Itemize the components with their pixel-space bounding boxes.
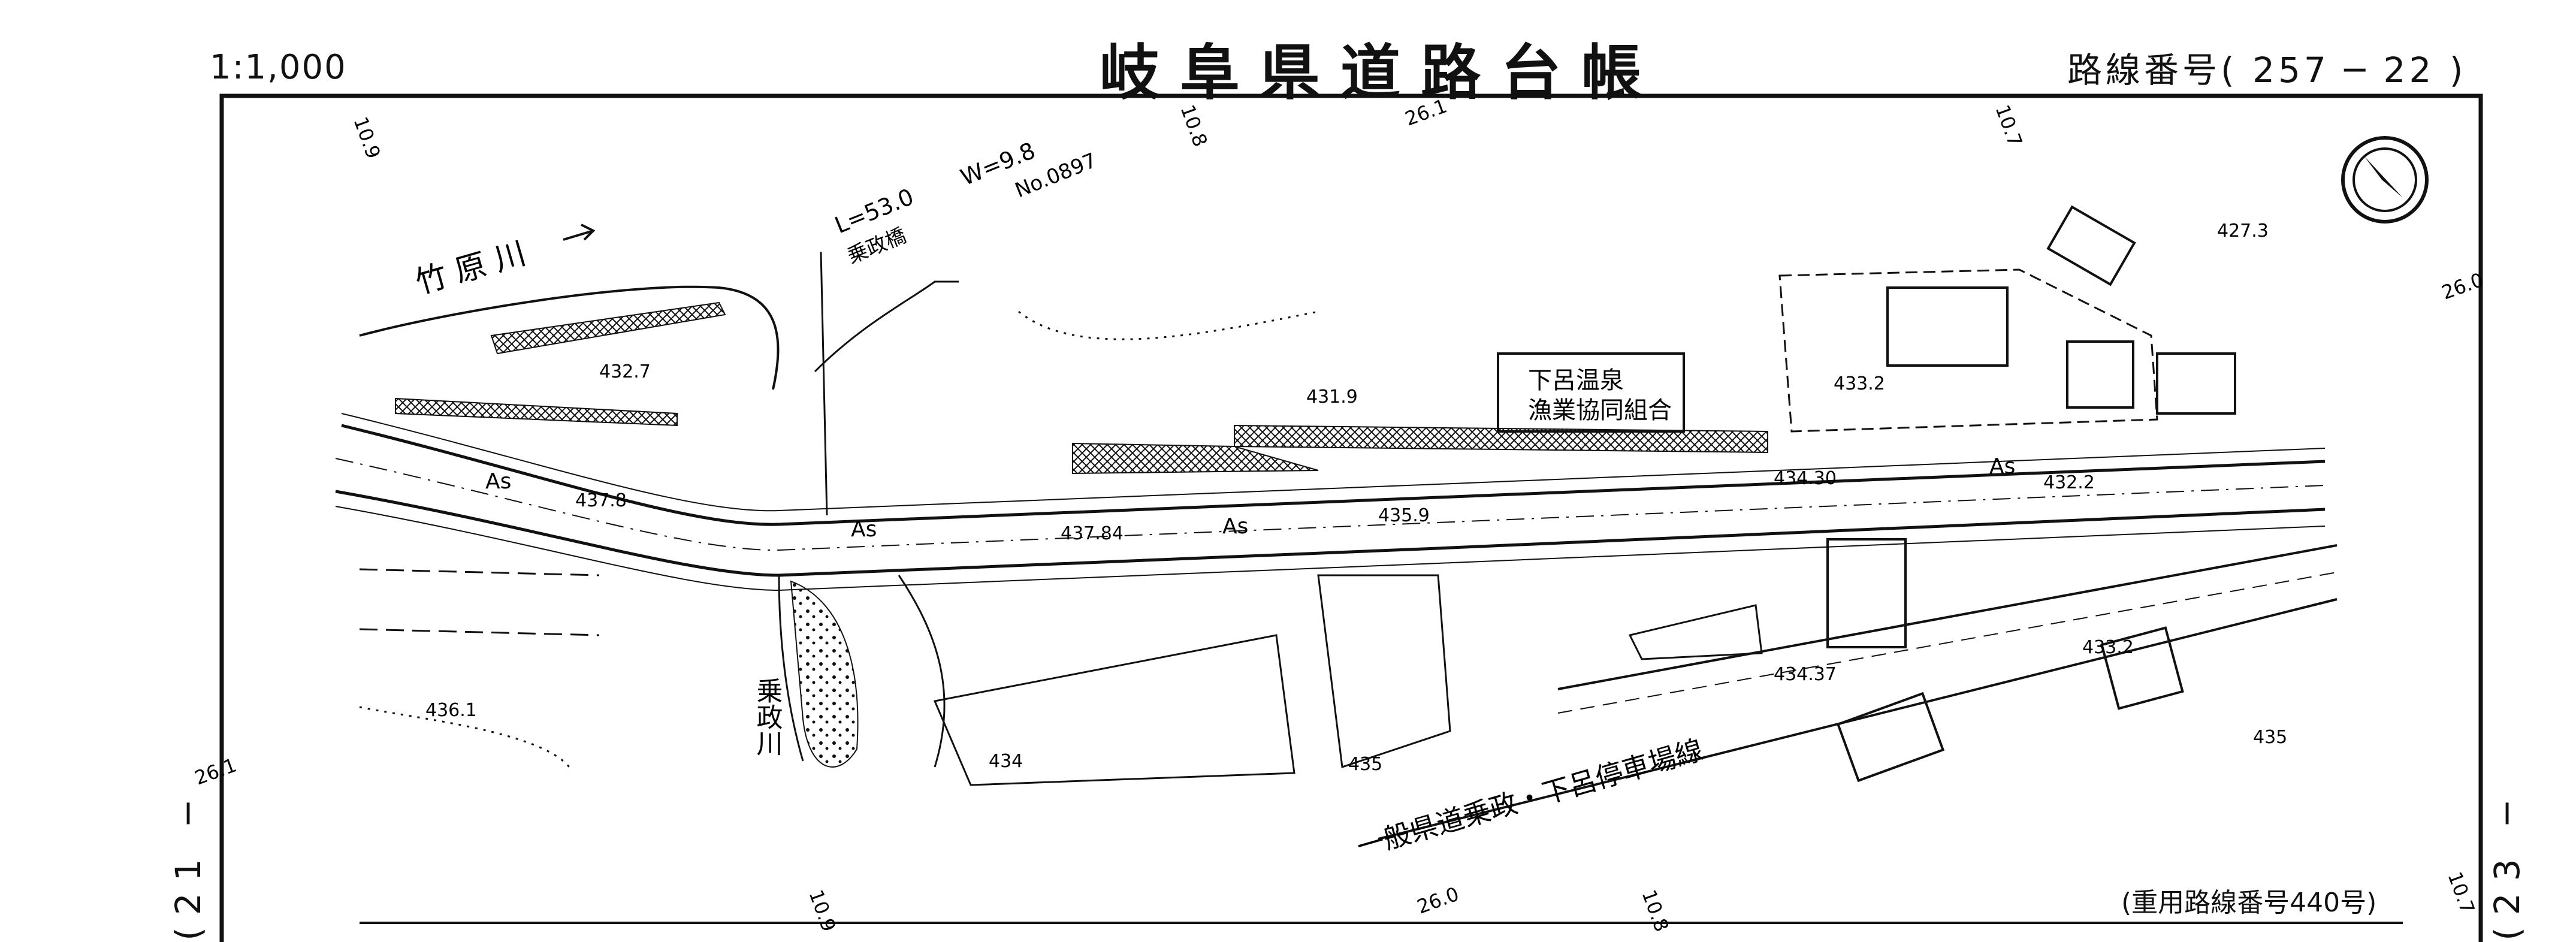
coord-1: 10.9 — [349, 114, 385, 162]
elevation-3: 437.84 — [1061, 523, 1124, 544]
building-north-1 — [1886, 286, 2009, 367]
coord-4: 10.7 — [1991, 102, 2027, 150]
building-south-1 — [1826, 538, 1907, 648]
building-south-2 — [1836, 692, 1945, 783]
label-river-takehara: 竹原川 — [412, 233, 539, 301]
norimasa-river-gravel — [790, 580, 859, 768]
building-south-3 — [2100, 626, 2184, 710]
road-edge-south — [335, 490, 2326, 577]
elevation-15: 435 — [2253, 727, 2287, 748]
elevation-13: 434.37 — [1774, 664, 1837, 685]
route-number: 路線番号( 257 ─ 22 ) — [2067, 50, 2467, 90]
elevation-11: 434 — [989, 751, 1023, 772]
retaining-wall — [1234, 424, 1768, 454]
elevation-2: 437.8 — [575, 490, 627, 511]
elevation-12: 435 — [1348, 754, 1382, 775]
elevation-6: 432.2 — [2043, 472, 2095, 493]
parcel-north-east — [1778, 268, 2158, 433]
takehara-arrow — [563, 224, 596, 241]
coord-2: 10.8 — [1176, 102, 1212, 150]
elevation-4: 435.9 — [1378, 505, 1430, 526]
building-north-3 — [2066, 340, 2134, 409]
parcel-south-mid — [1317, 574, 1451, 769]
left-wall — [1072, 442, 1319, 475]
coord-7: 10.9 — [804, 887, 840, 935]
label-bridge-length: L=53.0 — [831, 183, 917, 238]
norimasa-river-west — [778, 575, 804, 762]
building-south-dashed — [1628, 604, 1763, 660]
river-wall — [395, 397, 678, 427]
coord-6: 26.1 — [192, 753, 240, 789]
label-pavement-1: As — [485, 469, 511, 494]
label-pavement-4: As — [1989, 454, 2015, 479]
label-road-name: 一般県道乗政・下呂停車場線 — [1353, 733, 1707, 864]
map-frame — [219, 93, 2483, 942]
elevation-9: 431.9 — [1306, 387, 1358, 407]
secondary-road-north — [1557, 544, 2338, 690]
coord-10: 10.7 — [2443, 869, 2479, 917]
bridge-slope — [820, 251, 828, 516]
elevation-14: 433.2 — [2082, 637, 2134, 658]
road-shoulder-north — [341, 413, 2326, 512]
building-north-4 — [2156, 352, 2236, 415]
elevation-8: 427.3 — [2217, 221, 2269, 241]
boundary-dashed-4 — [359, 568, 600, 576]
label-river-norimasa: 乗政川 — [752, 677, 783, 756]
building-north-2 — [2046, 205, 2136, 286]
road-centerline — [335, 458, 2326, 551]
elevation-1: 432.7 — [599, 361, 651, 382]
coord-9: 10.8 — [1637, 887, 1673, 935]
sub-route-number: (重用路線番号440号) — [2121, 887, 2377, 918]
elevation-7: 433.2 — [1834, 373, 1885, 394]
takehara-river-hatch — [490, 301, 726, 355]
elevation-5: 434.30 — [1774, 468, 1837, 489]
coord-8: 26.0 — [1414, 882, 1462, 918]
label-pavement-2: As — [851, 517, 877, 542]
elevation-10: 436.1 — [425, 700, 477, 721]
boundary-dotted-1 — [1018, 310, 1319, 340]
boundary-dashed-3 — [359, 628, 600, 636]
label-building-line2: 漁業協同組合 — [1528, 397, 1672, 424]
label-building-line1: 下呂温泉 — [1528, 367, 1624, 394]
label-pavement-3: As — [1222, 514, 1248, 539]
coord-3: 26.1 — [1402, 94, 1450, 130]
boundary-dotted-2 — [359, 706, 570, 768]
road-shoulder-south — [335, 506, 2326, 591]
takehara-river-bank — [359, 285, 780, 390]
norimasa-river-east — [898, 575, 946, 768]
parcel-south-west — [933, 634, 1295, 786]
secondary-road-dash — [1557, 572, 2338, 714]
north-arrow-icon — [2341, 136, 2429, 224]
road-edge-north — [341, 424, 2326, 526]
secondary-road-south — [1378, 598, 2338, 840]
map-scale: 1:1,000 — [210, 48, 347, 87]
norimasa-upstream — [814, 280, 959, 373]
